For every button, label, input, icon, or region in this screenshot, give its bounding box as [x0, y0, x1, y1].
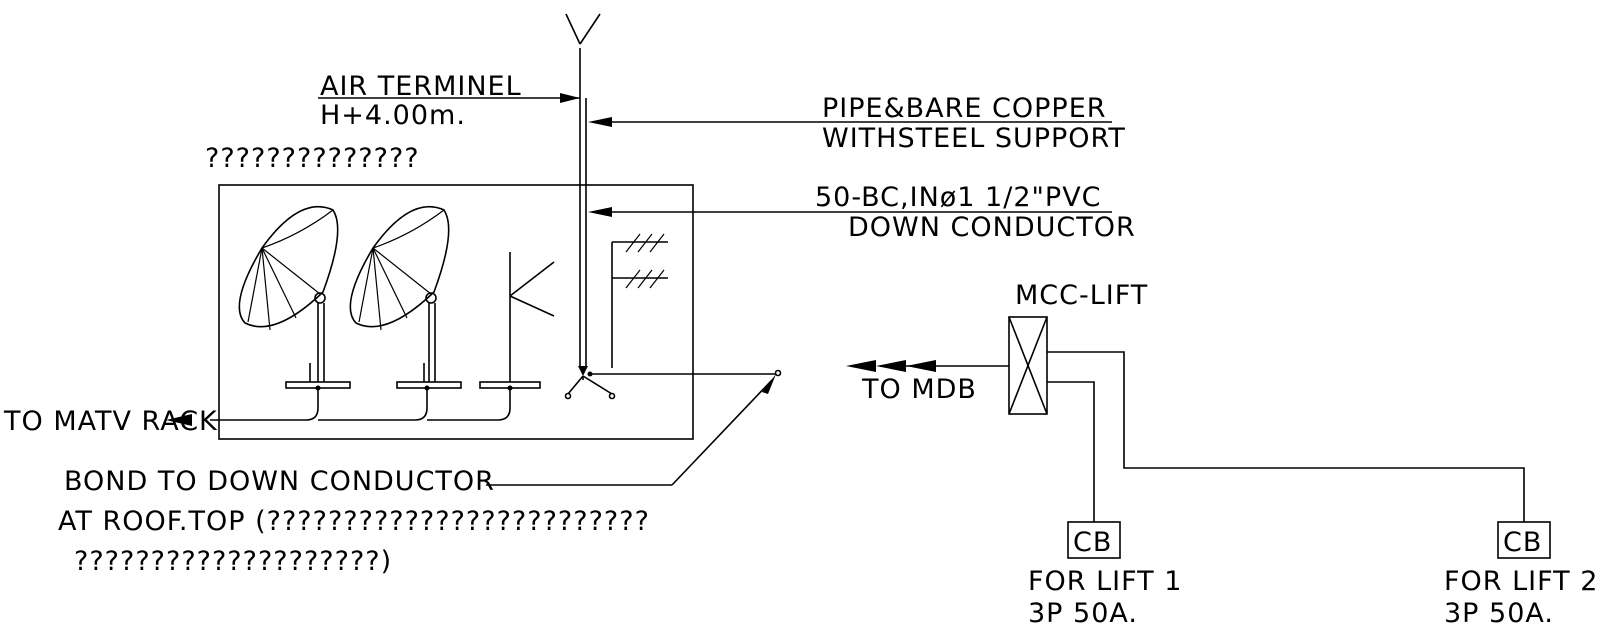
conductor-arrowhead: [588, 207, 612, 217]
conductor-label-line2: DOWN CONDUCTOR: [848, 212, 1136, 243]
cb1-label-line1: FOR LIFT 1: [1028, 566, 1182, 597]
bond-label-line3: ????????????????????): [74, 546, 392, 577]
roof-top-box: [218, 184, 694, 440]
cb2-box-label: CB: [1503, 527, 1542, 558]
bond-label-line2: AT ROOF.TOP (?????????????????????????: [58, 506, 650, 537]
mcc-panel-icon: [1008, 316, 1048, 415]
breaker-icon: [1067, 521, 1121, 559]
air-terminal-icon: [565, 13, 601, 368]
cb1-box-label: CB: [1073, 527, 1112, 558]
satellite-dish-icon: [349, 205, 462, 391]
breaker-icon: [1497, 521, 1551, 559]
bond-arrowhead: [762, 374, 776, 394]
pipe-label-line2: WITHSTEEL SUPPORT: [822, 123, 1126, 154]
satellite-dish-icon: [238, 205, 351, 391]
matv-arrowhead: [166, 414, 192, 426]
matv-label: TO MATV RACK: [3, 406, 218, 437]
bond-leader-line: [671, 379, 773, 486]
feeder-lift1: [1047, 381, 1095, 522]
bond-label-line1: BOND TO DOWN CONDUCTOR: [64, 466, 495, 497]
mcc-lift-label: MCC-LIFT: [1015, 280, 1148, 311]
cb2-label-line1: FOR LIFT 2: [1444, 566, 1598, 597]
feeder-lift2: [1047, 351, 1525, 522]
air-terminal-height: H+4.00m.: [320, 100, 466, 131]
pipe-arrowhead: [588, 117, 612, 127]
roof-box-title: ??????????????: [205, 143, 420, 174]
air-terminal-title: AIR TERMINEL: [320, 71, 522, 102]
ground-rod-icon: [564, 366, 776, 400]
conduit-hatch-icon: [611, 233, 668, 368]
to-mdb-label: TO MDB: [861, 374, 977, 405]
cb2-label-line2: 3P 50A.: [1444, 598, 1554, 629]
matv-cable: [318, 388, 428, 421]
air-terminal-arrowhead: [560, 93, 580, 103]
matv-cable: [210, 388, 319, 421]
pipe-label-line1: PIPE&BARE COPPER: [822, 93, 1107, 124]
cb1-label-line2: 3P 50A.: [1028, 598, 1138, 629]
tv-antenna-icon: [479, 252, 555, 391]
mdb-arrowheads: [846, 360, 936, 372]
bond-terminal: [774, 369, 782, 377]
matv-cable: [427, 388, 511, 421]
conductor-label-line1: 50-BC,INø1 1/2"PVC: [815, 182, 1102, 213]
